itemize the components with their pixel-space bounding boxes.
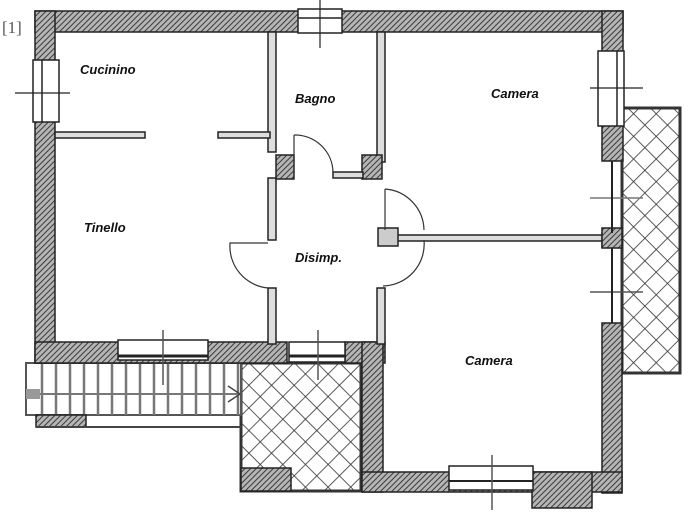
door-swings [229,134,425,289]
staircase [25,362,242,428]
room-label-bagno: Bagno [295,91,336,106]
balcony-right [620,106,682,375]
windows [15,0,643,510]
reference-number: [1] [2,18,22,37]
room-label-camera-bottom: Camera [465,353,513,368]
room-label-camera-top: Camera [491,86,539,101]
room-label-disimpegno: Disimp. [295,250,342,265]
room-label-cucinino: Cucinino [80,62,136,77]
room-label-tinello: Tinello [84,220,126,235]
interior-walls [54,31,623,345]
